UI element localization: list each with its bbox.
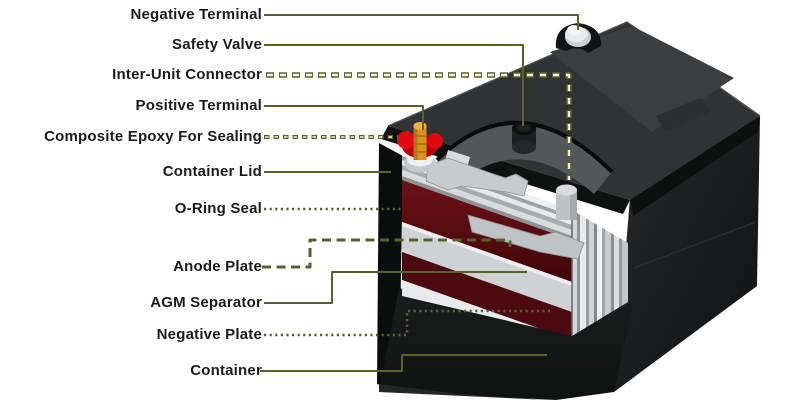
leader-container [260,354,547,372]
lid-notch [656,98,710,132]
inter-cell-connector-straps [425,150,585,260]
leader-inter-unit-connector [266,72,572,180]
leader-safety-valve [264,44,524,126]
label-container: Container [190,362,262,379]
label-o-ring-seal: O-Ring Seal [174,200,262,217]
label-anode-plate: Anode Plate [173,258,262,275]
container-right-face [614,116,760,392]
label-composite-epoxy: Composite Epoxy For Sealing [44,128,262,145]
label-negative-plate: Negative Plate [156,326,262,343]
container-front-face [377,143,633,400]
leader-anode-plate [262,238,512,269]
label-inter-unit-connector: Inter-Unit Connector [112,66,262,83]
leader-negative-terminal [264,14,579,30]
leader-positive-terminal [264,105,424,130]
positive-post [413,122,427,160]
label-negative-terminal: Negative Terminal [130,6,262,23]
label-container-lid: Container Lid [162,163,262,180]
safety-valve-part [512,121,536,154]
battery-body [377,21,761,400]
connector-post [556,184,577,220]
label-agm-separator: AGM Separator [150,294,262,311]
negative-terminal-post [565,25,591,47]
plate-stack-ends [572,210,628,336]
container-lid-part [381,21,761,214]
positive-terminal-part [397,122,443,173]
label-safety-valve: Safety Valve [172,36,262,53]
label-positive-terminal: Positive Terminal [135,97,262,114]
leader-agm-separator [264,271,527,304]
leader-lines [260,14,579,372]
agm-separator-sheet [402,226,572,312]
